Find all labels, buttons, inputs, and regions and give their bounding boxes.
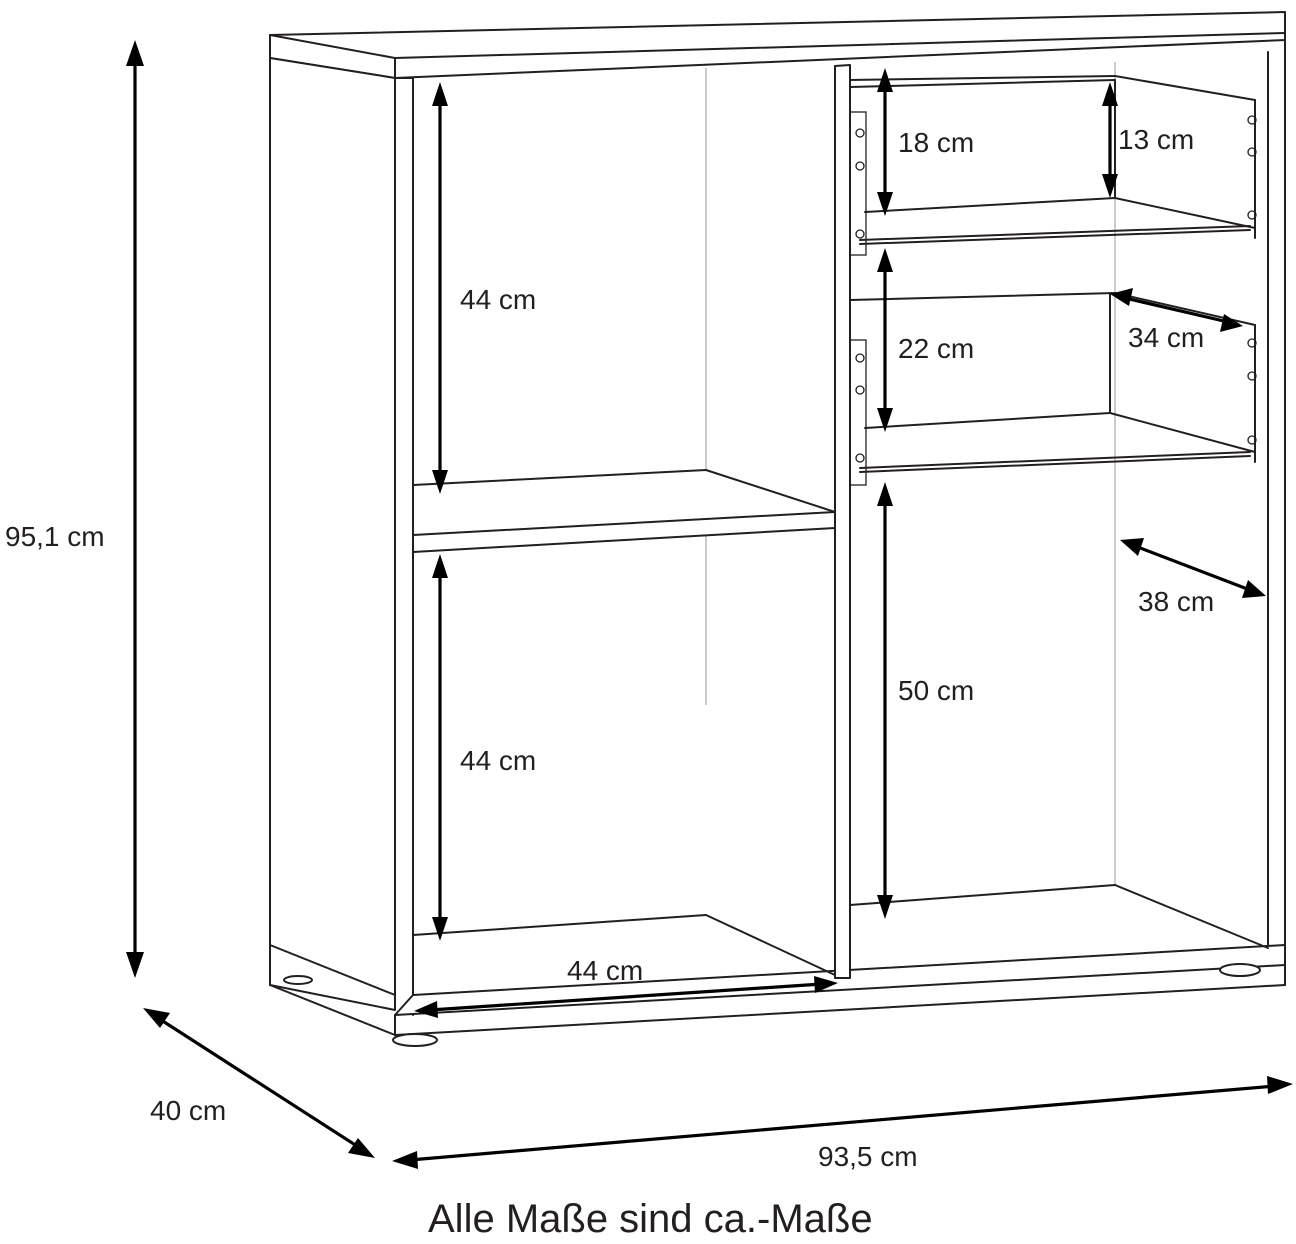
arrow-drawer-upper-front [877,68,893,216]
lower-drawer [849,292,1257,486]
caption-approx-dimensions: Alle Maße sind ca.-Maße [428,1197,873,1241]
arrow-drawer-lower-front [877,248,893,432]
arrow-left-lower-height [432,554,448,941]
left-shelf [412,469,836,553]
label-left-upper-height: 44 cm [460,284,536,315]
arrow-right-depth [1120,538,1266,598]
label-drawer-depth: 34 cm [1128,322,1204,353]
foot-front-right [1219,963,1261,977]
label-drawer-upper-side: 13 cm [1118,124,1194,155]
arrow-left-upper-height [432,82,448,494]
upper-drawer [849,75,1257,256]
label-left-width: 44 cm [567,955,643,986]
arrow-drawer-upper-side [1102,82,1118,198]
label-left-lower-height: 44 cm [460,745,536,776]
label-depth-total: 40 cm [150,1095,226,1126]
label-drawer-upper-front: 18 cm [898,127,974,158]
top-panel-front-face [394,32,1286,59]
arrow-drawer-depth [1110,288,1243,332]
arrow-depth-total [143,1008,375,1158]
arrow-left-width [414,976,838,1018]
middle-divider [834,64,851,979]
top-panel-front-edge [269,34,396,59]
label-width-total: 93,5 cm [818,1141,918,1172]
label-height-total: 95,1 cm [5,521,105,552]
arrow-width-total [392,1076,1293,1169]
foot-front-left [392,1033,438,1047]
label-right-height: 50 cm [898,675,974,706]
foot-back-left [283,975,313,985]
label-right-depth: 38 cm [1138,586,1214,617]
arrow-right-height [877,482,893,919]
dimension-labels: 95,1 cm 40 cm 93,5 cm 44 cm 44 cm 44 cm … [5,124,1214,1172]
arrow-height-total [126,40,144,978]
left-side-panel [269,57,396,1011]
dimension-arrows [126,40,1293,1169]
cabinet-drawing [269,11,1286,1047]
label-drawer-lower-front: 22 cm [898,333,974,364]
top-panel [269,11,1286,79]
